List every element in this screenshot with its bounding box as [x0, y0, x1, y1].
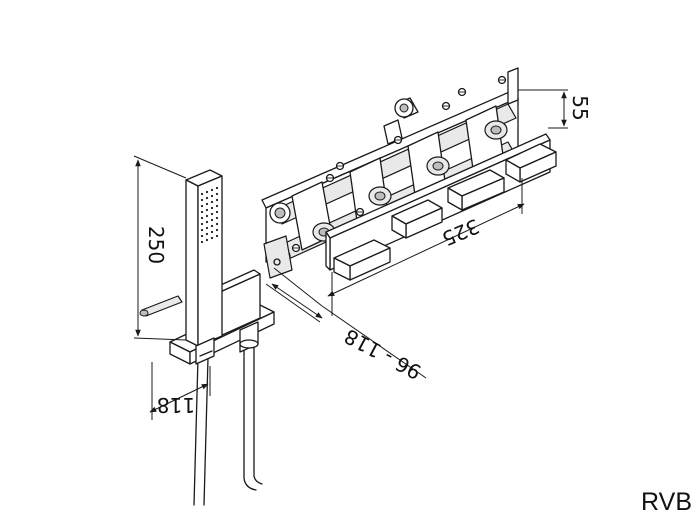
spray-nozzles: [200, 186, 219, 244]
dimension-325-label: 325: [438, 214, 483, 251]
dimension-118-label: 118: [157, 393, 195, 417]
dimension-width-118: 118: [149, 362, 211, 420]
brand-logo: RVB: [641, 488, 692, 516]
dimension-250-label: 250: [144, 226, 168, 264]
dimension-55-label: 55: [568, 95, 592, 120]
dimension-height-55: 55: [518, 89, 592, 129]
dimension-depth-96-118: 96 - 118: [265, 267, 427, 384]
dimension-96-118-label: 96 - 118: [340, 324, 425, 384]
dimension-height-250: 250: [133, 155, 187, 341]
hand-shower: [185, 169, 223, 365]
shower-hose: [193, 344, 263, 506]
